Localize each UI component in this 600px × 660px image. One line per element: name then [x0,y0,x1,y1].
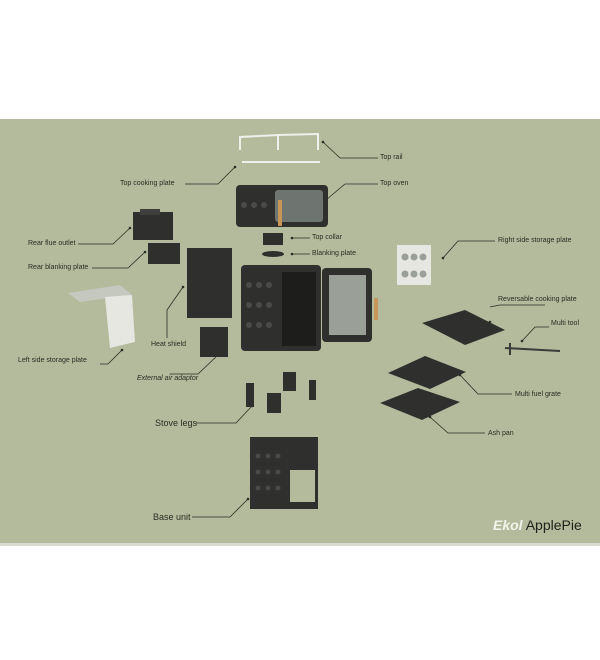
label-external-air-adaptor: External air adaptor [137,375,199,382]
leader-left-storage [100,349,123,365]
right-side-storage-plate-part [397,245,431,285]
label-rear-blanking-plate: Rear blanking plate [28,264,89,271]
label-right-side-storage-plate: Right side storage plate [498,237,572,244]
label-top-cooking-plate: Top cooking plate [120,180,175,187]
label-multi-fuel-grate: Multi fuel grate [515,391,561,398]
leader-top-rail [322,141,378,159]
label-top-oven: Top oven [380,180,409,187]
blanking-plate-part [262,251,284,257]
leader-multi-tool [521,326,549,342]
ash-pan-part [380,388,460,420]
stove-body-part [241,265,378,351]
rear-flue-outlet-part [133,209,173,240]
leader-heat-shield [166,286,184,338]
leader-base-unit [192,498,249,518]
external-air-adaptor-part [200,327,228,357]
label-top-collar: Top collar [312,234,342,241]
top-collar-part [263,233,283,245]
label-top-rail: Top rail [380,154,403,161]
label-left-side-storage-plate: Left side storage plate [18,357,87,364]
leader-top-cooking-plate [185,166,236,185]
heat-shield-part [187,248,232,318]
multi-fuel-grate-part [388,356,466,389]
multi-tool-part [504,343,561,355]
reversable-cooking-plate-part [422,310,505,345]
rear-blanking-plate-part [148,243,180,264]
label-blanking-plate: Blanking plate [312,250,356,257]
leader-ash-pan [429,416,485,434]
leader-lines [78,141,549,518]
label-reversable-cooking-plate: Reversable cooking plate [498,296,577,303]
panel-edge [0,543,600,546]
label-heat-shield: Heat shield [151,341,187,348]
leader-external-air [170,354,219,375]
leader-stove-legs [196,405,253,424]
top-oven-part [236,185,328,227]
leader-multi-fuel-grate [459,374,512,395]
leader-reversable-plate [489,304,545,308]
leader-rear-blanking [92,251,146,269]
logo-brand: Ekol [493,517,523,533]
top-rail-part [239,132,320,163]
label-stove-legs: Stove legs [155,418,198,428]
left-side-storage-plate-part [68,285,135,348]
leader-top-oven [325,183,378,201]
label-rear-flue-outlet: Rear flue outlet [28,240,76,247]
stove-legs-part [246,372,316,413]
leader-rear-flue [78,227,131,245]
base-unit-part [250,437,318,509]
label-multi-tool: Multi tool [551,320,580,327]
label-ash-pan: Ash pan [488,430,514,437]
label-base-unit: Base unit [153,512,191,522]
brand-logo: Ekol ApplePie [493,517,582,533]
leader-right-storage [442,240,495,259]
logo-product: ApplePie [525,517,582,533]
